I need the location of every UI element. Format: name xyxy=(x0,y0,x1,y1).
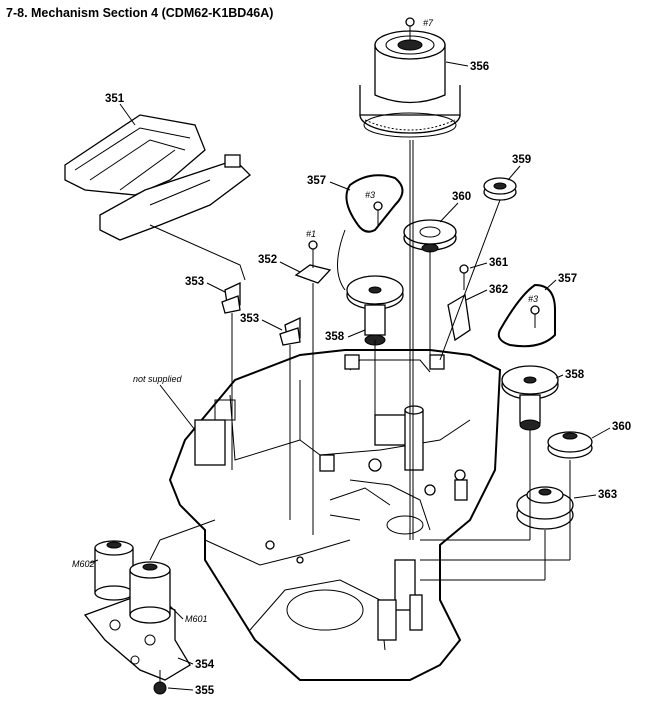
label-356: 356 xyxy=(470,61,489,73)
label-357-a: 357 xyxy=(307,175,326,187)
label-353-b: 353 xyxy=(240,313,259,325)
part-353-bracket-a xyxy=(221,281,241,314)
label-352: 352 xyxy=(258,254,277,266)
part-352-plate xyxy=(294,240,332,284)
label-355: 355 xyxy=(195,685,215,697)
label-screw-7: #7 xyxy=(423,18,434,28)
motor-m601 xyxy=(129,561,171,624)
label-360-a: 360 xyxy=(452,191,471,203)
label-358-b: 358 xyxy=(565,369,585,381)
part-358-pulley-b xyxy=(501,365,559,431)
label-not-supplied: not supplied xyxy=(133,374,183,384)
label-351: 351 xyxy=(105,93,125,105)
assembly-lines xyxy=(149,140,571,581)
part-363-gear xyxy=(516,486,574,530)
label-354: 354 xyxy=(195,659,215,671)
part-358-pulley-a xyxy=(346,275,404,346)
part-362-sensor xyxy=(447,293,471,342)
label-363: 363 xyxy=(598,489,617,501)
part-360-gear-a xyxy=(403,219,457,253)
part-357-belt-a xyxy=(345,174,404,233)
label-screw-1: #1 xyxy=(306,229,316,239)
label-362: 362 xyxy=(489,284,508,296)
part-356-turntable xyxy=(359,17,461,138)
label-353-a: 353 xyxy=(185,276,204,288)
screw-3a xyxy=(373,201,383,225)
label-359: 359 xyxy=(512,154,531,166)
label-358-a: 358 xyxy=(325,331,345,343)
part-359-gear xyxy=(483,177,517,201)
label-m602: M602 xyxy=(72,559,95,569)
screw-3b xyxy=(530,305,540,328)
part-357-belt-b xyxy=(497,283,556,348)
motor-m602 xyxy=(94,540,134,601)
label-screw-3b: #3 xyxy=(528,294,538,304)
label-screw-3a: #3 xyxy=(365,190,375,200)
main-chassis xyxy=(168,349,502,681)
part-355-screw xyxy=(153,670,167,695)
part-353-bracket-b xyxy=(279,316,301,346)
label-m601: M601 xyxy=(185,614,208,624)
part-labels: 351 352 353 353 354 355 356 357 357 358 … xyxy=(72,18,631,697)
label-361: 361 xyxy=(489,257,509,269)
page-title: 7-8. Mechanism Section 4 (CDM62-K1BD46A) xyxy=(6,6,274,20)
part-361-screw xyxy=(459,264,469,290)
label-360-b: 360 xyxy=(612,421,631,433)
part-351-tray xyxy=(64,114,251,281)
part-360-gear-b xyxy=(547,431,593,459)
label-357-b: 357 xyxy=(558,273,577,285)
